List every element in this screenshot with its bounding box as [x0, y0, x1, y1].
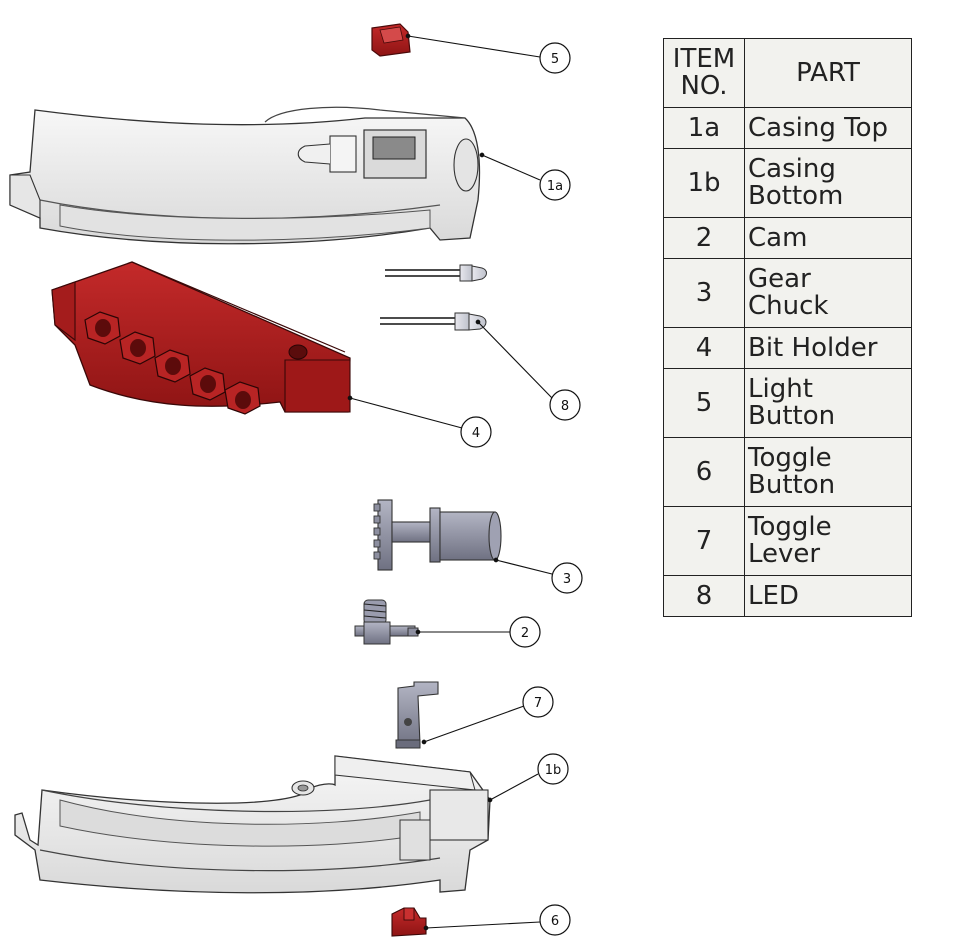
casing-top-part — [9, 106, 481, 245]
bom-item-number: 6 — [663, 437, 745, 507]
balloon-casing-bottom: 1b — [537, 753, 569, 785]
part-name-line: Gear — [748, 264, 811, 294]
casing-bottom-part — [14, 755, 491, 894]
bit-holder-part — [51, 261, 351, 415]
balloon-casing-top: 1a — [539, 169, 571, 201]
part-name-line: Toggle — [748, 443, 832, 473]
balloon-label: 6 — [551, 914, 559, 929]
cam-part — [354, 599, 419, 645]
balloon-cam: 2 — [509, 616, 541, 648]
part-name-line: Casing — [748, 154, 836, 184]
balloon-bit-holder: 4 — [460, 416, 492, 448]
bom-item-number: 7 — [663, 506, 745, 576]
bom-part-name: LED — [744, 575, 912, 617]
part-name-line: Button — [748, 470, 836, 500]
part-name-line: Lever — [748, 539, 821, 569]
balloon-label: 2 — [521, 626, 529, 641]
bom-part-name: Bit Holder — [744, 327, 912, 369]
bom-row: 4 Bit Holder — [663, 327, 912, 369]
balloon-gear-chuck: 3 — [551, 562, 583, 594]
toggle-lever-part — [395, 681, 439, 749]
balloon-label: 3 — [563, 572, 571, 587]
bom-item-number: 4 — [663, 327, 745, 369]
item-header-line: NO. — [680, 71, 728, 101]
part-name-line: Light — [748, 374, 813, 404]
balloon-toggle-button: 6 — [539, 904, 571, 936]
part-name-line: Chuck — [748, 291, 829, 321]
bom-header-row: ITEM NO. PART — [663, 38, 912, 108]
bom-row: 2 Cam — [663, 217, 912, 259]
bom-part-name: Casing Top — [744, 107, 912, 149]
part-header: PART — [744, 38, 912, 108]
bom-part-name: Cam — [744, 217, 912, 259]
item-number-header: ITEM NO. — [663, 38, 745, 108]
item-header-line: ITEM — [672, 44, 736, 74]
balloon-label: 7 — [534, 696, 542, 711]
part-name-line: Bit Holder — [748, 332, 878, 363]
bom-item-number: 5 — [663, 368, 745, 438]
bom-row: 8 LED — [663, 575, 912, 617]
bom-row: 1a Casing Top — [663, 107, 912, 149]
bom-item-number: 2 — [663, 217, 745, 259]
part-name-line: Cam — [748, 222, 808, 253]
balloon-led: 8 — [549, 389, 581, 421]
toggle-button-part — [391, 907, 427, 937]
balloon-label: 1b — [545, 763, 562, 778]
led-part — [380, 264, 487, 331]
gear-chuck-part — [373, 499, 502, 571]
balloon-label: 4 — [472, 426, 480, 441]
part-name-line: Bottom — [748, 181, 844, 211]
balloon-toggle-lever: 7 — [522, 686, 554, 718]
balloon-label: 1a — [547, 179, 563, 194]
light-button-part — [371, 23, 411, 57]
part-name-line: Button — [748, 401, 836, 431]
part-name-line: Casing Top — [748, 112, 888, 143]
bom-item-number: 3 — [663, 258, 745, 328]
bom-item-number: 8 — [663, 575, 745, 617]
balloon-light-button: 5 — [539, 42, 571, 74]
bom-item-number: 1a — [663, 107, 745, 149]
leader-lines — [347, 33, 553, 931]
part-name-line: LED — [748, 580, 799, 611]
bom-item-number: 1b — [663, 148, 745, 218]
balloon-label: 5 — [551, 52, 559, 67]
part-name-line: Toggle — [748, 512, 832, 542]
balloon-label: 8 — [561, 399, 569, 414]
